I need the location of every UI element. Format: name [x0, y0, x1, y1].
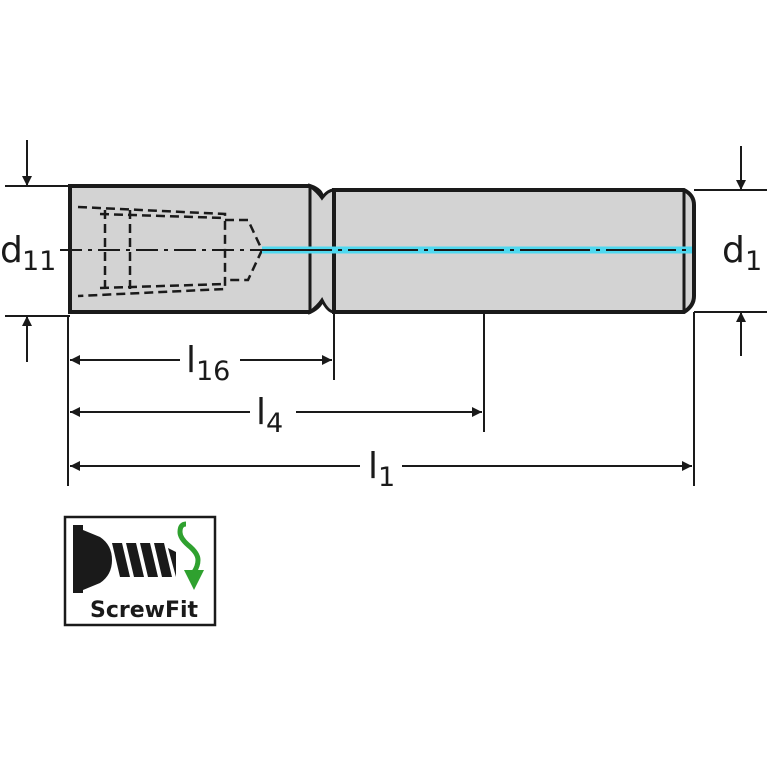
label-l16-base: l	[186, 340, 196, 381]
label-l4-sub: 4	[266, 408, 283, 439]
label-l1-sub: 1	[378, 462, 395, 493]
label-d1-base: d	[722, 230, 745, 271]
label-l16-sub: 16	[196, 356, 230, 387]
internal-thread-hidden-lines	[77, 205, 264, 298]
label-l4: l 4	[256, 392, 283, 439]
label-l4-base: l	[256, 392, 266, 433]
diameter-extension-lines	[5, 185, 767, 317]
label-d11: d 11	[0, 230, 56, 277]
label-d1-sub: 1	[745, 246, 762, 277]
label-l16: l 16	[186, 340, 230, 387]
label-l1: l 1	[368, 446, 395, 493]
screw-thread-icon	[73, 525, 176, 593]
screwfit-logo-text: ScrewFit	[90, 598, 199, 623]
label-d1: d 1	[722, 230, 762, 277]
label-d11-sub: 11	[22, 246, 56, 277]
label-l1-base: l	[368, 446, 378, 487]
rotate-arrow-icon	[177, 521, 204, 590]
length-extension-lines	[67, 312, 695, 486]
label-d11-base: d	[0, 230, 23, 271]
screwfit-logo: ScrewFit	[63, 515, 217, 627]
